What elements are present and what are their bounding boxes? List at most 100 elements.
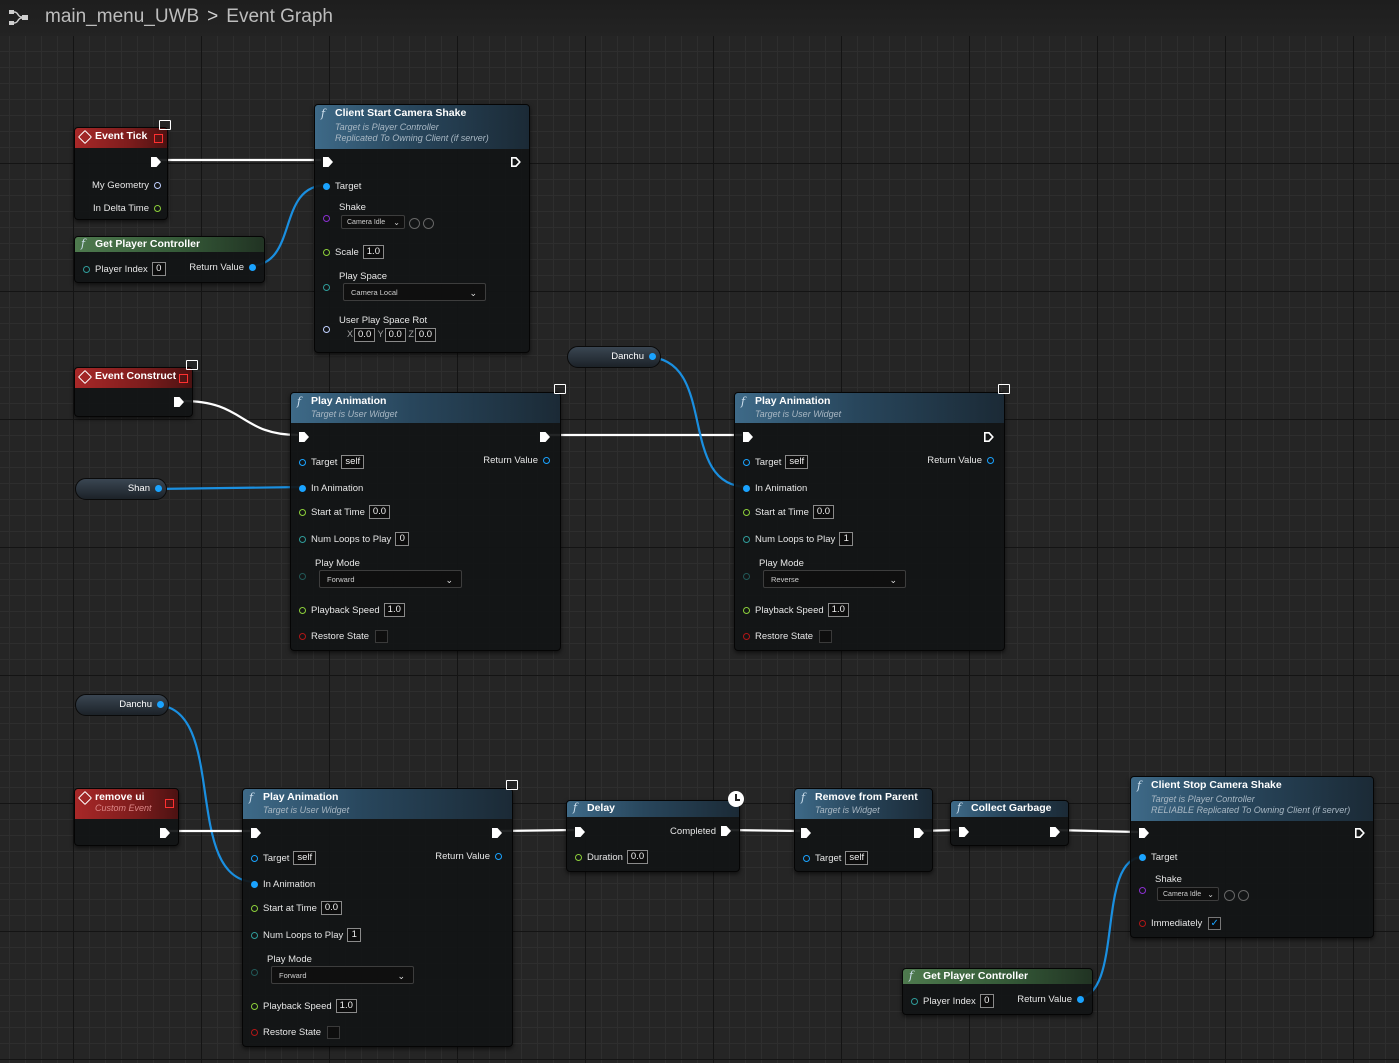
exec-out-pin[interactable] <box>151 155 161 169</box>
exec-in-pin[interactable] <box>299 430 309 444</box>
rot-x-field[interactable]: 0.0 <box>354 328 376 342</box>
exec-out-pin[interactable] <box>160 826 170 840</box>
return-value-pin[interactable]: Return Value <box>1017 992 1084 1006</box>
target-self-field[interactable]: self <box>785 455 809 469</box>
variable-output-pin[interactable] <box>155 485 162 492</box>
completed-pin[interactable]: Completed <box>670 824 731 838</box>
restore-state-checkbox[interactable] <box>375 629 389 643</box>
danchu-variable-node[interactable]: Danchu <box>567 346 661 368</box>
delegate-pin[interactable] <box>179 374 188 383</box>
variable-output-pin[interactable] <box>649 353 656 360</box>
shake-pin[interactable] <box>323 211 330 225</box>
remove-ui-custom-event-node[interactable]: remove ui Custom Event <box>74 788 179 846</box>
remove-from-parent-node[interactable]: f Remove from Parent Target is Widget Ta… <box>794 788 933 872</box>
delegate-pin[interactable] <box>165 799 174 808</box>
exec-out-pin[interactable] <box>511 155 521 169</box>
play-space-dropdown[interactable]: Camera Local⌄ <box>343 283 486 301</box>
shake-class-dropdown[interactable]: Camera Idle⌄ <box>341 215 405 229</box>
play-mode-pin[interactable] <box>299 569 306 583</box>
exec-in-pin[interactable] <box>251 826 261 840</box>
restore-state-checkbox[interactable] <box>819 629 833 643</box>
exec-in-pin[interactable] <box>743 430 753 444</box>
scale-field[interactable]: 1.0 <box>362 245 384 259</box>
start-at-time-field[interactable]: 0.0 <box>368 505 391 519</box>
exec-in-pin[interactable] <box>575 825 585 839</box>
exec-in-pin[interactable] <box>801 826 811 840</box>
exec-out-pin[interactable] <box>984 430 994 444</box>
player-index-field[interactable]: 0 <box>979 994 994 1008</box>
immediately-checkbox[interactable]: ✓ <box>1208 916 1222 930</box>
event-construct-node[interactable]: Event Construct <box>74 367 193 417</box>
playback-speed-field[interactable]: 1.0 <box>827 603 849 617</box>
exec-out-pin[interactable] <box>1355 826 1365 840</box>
target-self-field[interactable]: self <box>341 455 365 469</box>
breadcrumb-graph[interactable]: Event Graph <box>226 6 333 27</box>
immediately-pin[interactable]: Immediately✓ <box>1139 916 1222 930</box>
return-value-pin[interactable]: Return Value <box>435 849 502 863</box>
in-animation-pin[interactable]: In Animation <box>251 877 315 891</box>
exec-in-pin[interactable] <box>1139 826 1149 840</box>
event-tick-node[interactable]: Event Tick My Geometry In Delta Time <box>74 127 168 220</box>
restore-state-checkbox[interactable] <box>327 1025 341 1039</box>
play-mode-dropdown[interactable]: Forward⌄ <box>271 966 414 984</box>
return-value-pin[interactable]: Return Value <box>189 260 256 274</box>
delegate-pin[interactable] <box>154 134 163 143</box>
shan-variable-node[interactable]: Shan <box>75 478 167 500</box>
player-index-field[interactable]: 0 <box>151 262 166 276</box>
breadcrumb-blueprint[interactable]: main_menu_UWB <box>45 6 200 27</box>
start-at-time-field[interactable]: 0.0 <box>320 901 343 915</box>
rot-z-field[interactable]: 0.0 <box>414 328 437 342</box>
play-mode-pin[interactable] <box>743 569 750 583</box>
use-selected-icon[interactable] <box>1224 890 1235 901</box>
client-start-camera-shake-node[interactable]: f Client Start Camera Shake Target is Pl… <box>314 104 530 353</box>
return-value-pin[interactable]: Return Value <box>927 453 994 467</box>
playback-speed-field[interactable]: 1.0 <box>383 603 405 617</box>
target-self-field[interactable]: self <box>845 851 869 865</box>
client-stop-camera-shake-node[interactable]: f Client Stop Camera Shake Target is Pla… <box>1130 776 1374 938</box>
use-selected-icon[interactable] <box>409 218 420 229</box>
exec-out-pin[interactable] <box>540 430 550 444</box>
num-loops-field[interactable]: 0 <box>395 532 410 546</box>
start-at-time-field[interactable]: 0.0 <box>812 505 835 519</box>
exec-out-pin[interactable] <box>1050 825 1060 839</box>
danchu-variable-node[interactable]: Danchu <box>75 694 169 716</box>
in-animation-pin[interactable]: In Animation <box>743 481 807 495</box>
num-loops-field[interactable]: 1 <box>839 532 854 546</box>
browse-icon[interactable] <box>423 218 434 229</box>
target-self-field[interactable]: self <box>293 851 317 865</box>
play-animation-node[interactable]: f Play Animation Target is User Widget T… <box>242 788 513 1047</box>
rot-y-field[interactable]: 0.0 <box>384 328 406 342</box>
play-mode-dropdown[interactable]: Reverse⌄ <box>763 570 906 588</box>
exec-in-pin[interactable] <box>959 825 969 839</box>
user-play-space-rot-pin[interactable] <box>323 322 330 336</box>
play-mode-dropdown[interactable]: Forward⌄ <box>319 570 462 588</box>
in-animation-pin[interactable]: In Animation <box>299 481 363 495</box>
restore-state-pin[interactable]: Restore State <box>251 1025 341 1039</box>
my-geometry-pin[interactable]: My Geometry <box>92 178 161 192</box>
collect-garbage-node[interactable]: f Collect Garbage <box>950 800 1069 846</box>
in-delta-time-pin[interactable]: In Delta Time <box>93 201 161 215</box>
duration-field[interactable]: 0.0 <box>626 850 649 864</box>
play-animation-node[interactable]: f Play Animation Target is User Widget T… <box>290 392 561 651</box>
shake-pin[interactable] <box>1139 883 1146 897</box>
exec-out-pin[interactable] <box>174 395 184 409</box>
play-space-pin[interactable] <box>323 280 330 294</box>
target-pin[interactable]: Target <box>323 179 361 193</box>
